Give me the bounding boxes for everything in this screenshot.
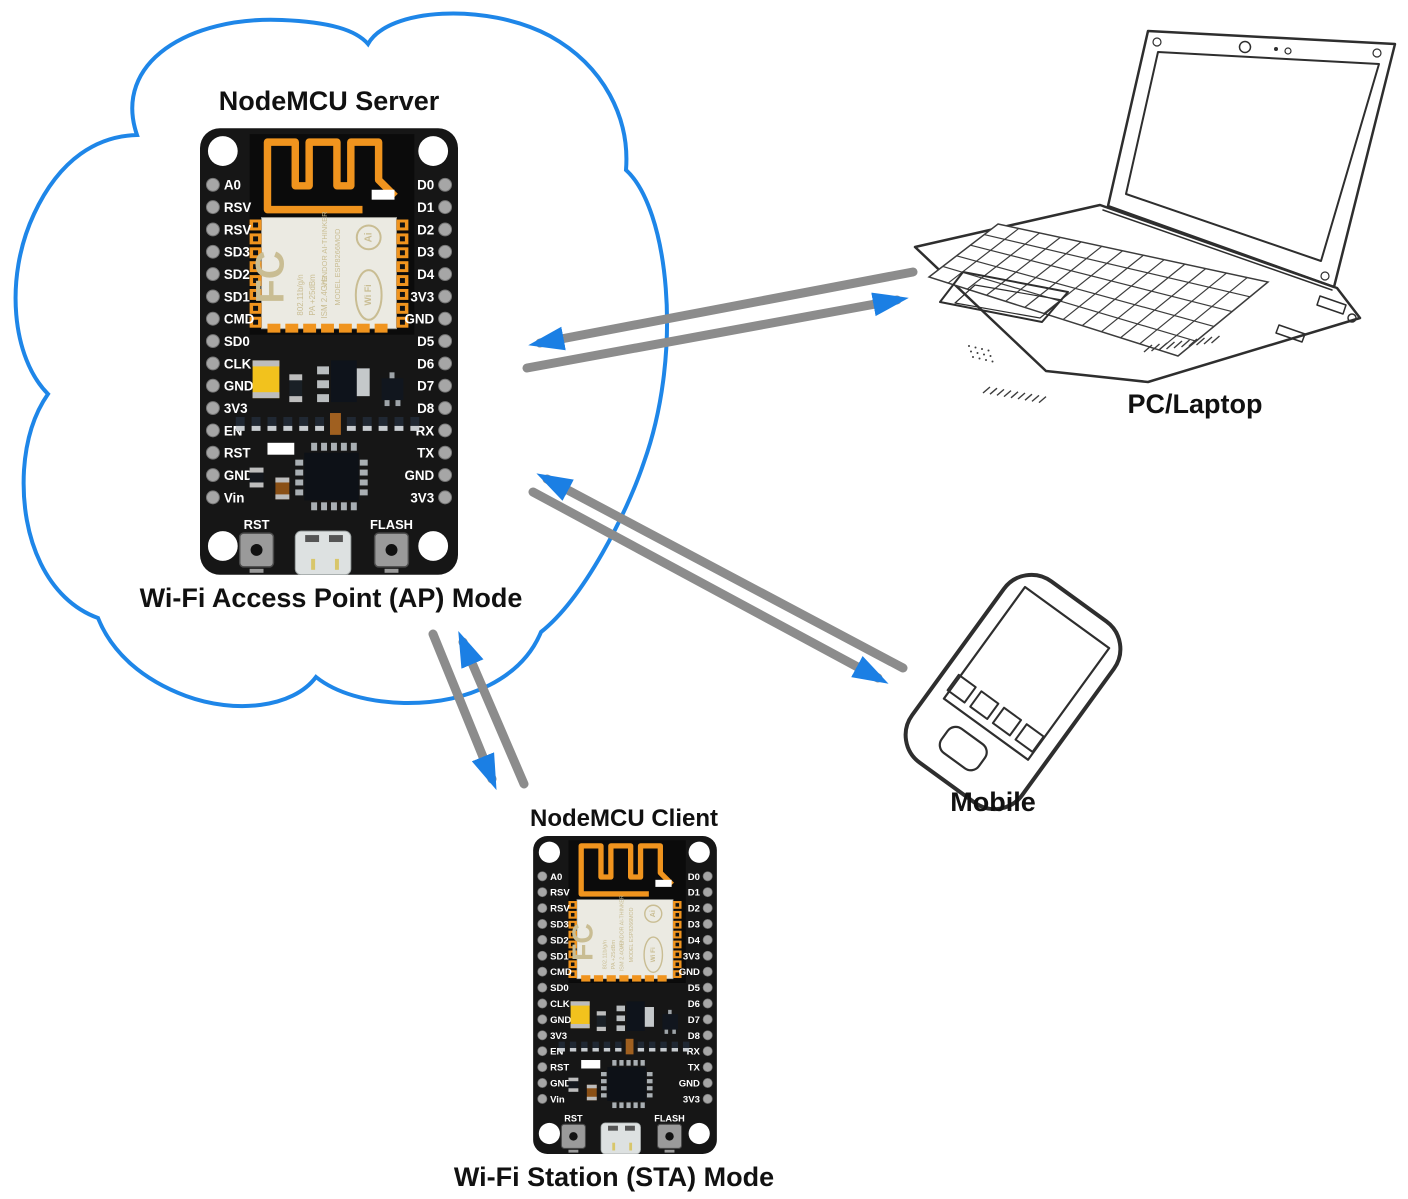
speaker-dots	[968, 345, 994, 363]
arrow-mobile-to-server	[536, 473, 908, 673]
arrow-client-to-server	[458, 630, 529, 789]
arrow-server-to-laptop	[522, 292, 909, 373]
server-title: NodeMCU Server	[219, 86, 440, 116]
laptop-illustration	[913, 29, 1397, 404]
phone-buttons	[946, 673, 1045, 753]
touchpad	[954, 284, 1063, 319]
usb-port	[1275, 324, 1306, 343]
arrow-server-to-mobile	[528, 487, 889, 684]
connection-arrows	[428, 267, 918, 791]
webcam-icon	[1238, 40, 1252, 54]
keyboard	[942, 227, 1251, 351]
vent-grille	[982, 386, 1047, 404]
vga-port	[1316, 295, 1347, 315]
home-button	[938, 725, 988, 772]
vent-grille	[1143, 335, 1220, 353]
arrow-server-to-client	[428, 629, 497, 791]
laptop-label: PC/Laptop	[1128, 389, 1263, 419]
mobile-label: Mobile	[950, 787, 1036, 817]
arrow-laptop-to-server	[528, 267, 918, 351]
phone-screen	[942, 585, 1111, 761]
nodemcu-client-board	[533, 836, 717, 1154]
client-title: NodeMCU Client	[530, 805, 718, 832]
server-mode-label: Wi-Fi Access Point (AP) Mode	[140, 583, 523, 613]
audio-jack	[1347, 313, 1357, 323]
client-mode-label: Wi-Fi Station (STA) Mode	[454, 1162, 774, 1192]
mobile-illustration	[903, 572, 1123, 812]
nodemcu-server-board	[200, 128, 458, 575]
